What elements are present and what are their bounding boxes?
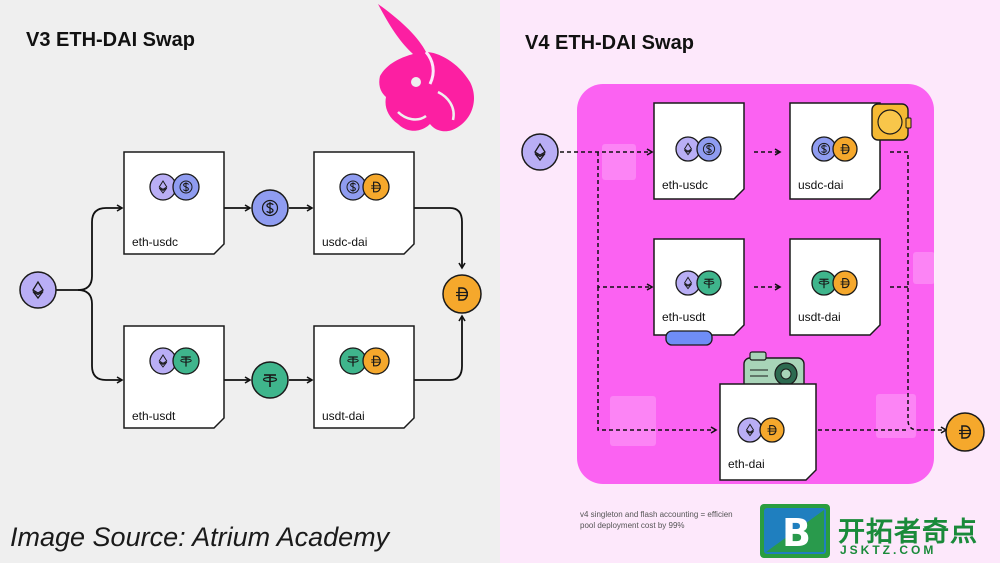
v4-pool-card-usdc-dai: usdc-dai (789, 102, 881, 200)
v3-end-dai-token (442, 274, 482, 314)
footnote-line-2: pool deployment cost by 99% (580, 521, 685, 530)
pool-label: eth-usdt (132, 409, 176, 423)
pool-label: eth-dai (728, 457, 765, 471)
v3-flow-lines (56, 204, 466, 384)
pool-label: eth-usdc (132, 235, 178, 249)
hook-camera-icon (743, 351, 805, 391)
v4-pool-card-eth-usdt: eth-usdt (653, 238, 745, 336)
image-source-caption: Image Source: Atrium Academy (10, 522, 390, 552)
uniswap-unicorn-logo (378, 4, 474, 132)
pool-label: usdt-dai (322, 409, 365, 423)
pool-label: eth-usdc (662, 178, 708, 192)
pool-label: eth-usdt (662, 310, 706, 324)
v3-usdt-token (251, 361, 289, 399)
pool-label: usdc-dai (322, 235, 367, 249)
v4-title: V4 ETH-DAI Swap (525, 32, 694, 54)
v4-end-dai-token (945, 412, 985, 452)
v4-pool-card-usdt-dai: usdt-dai (789, 238, 881, 336)
pool-label: usdt-dai (798, 310, 841, 324)
v4-flow-lines (560, 148, 948, 434)
svg-text:B: B (782, 511, 811, 555)
v3-title: V3 ETH-DAI Swap (26, 29, 195, 51)
v3-pool-card-eth-usdc: eth-usdc (123, 151, 225, 255)
pool-label: usdc-dai (798, 178, 843, 192)
v3-pool-card-usdc-dai: usdc-dai (313, 151, 415, 255)
footnote-line-1: v4 singleton and flash accounting = effi… (580, 510, 733, 519)
watermark-url: JSKTZ.COM (840, 543, 937, 557)
v4-pool-card-eth-usdc: eth-usdc (653, 102, 745, 200)
watermark-chinese-text: 开拓者奇点 (838, 517, 978, 548)
v3-pool-card-eth-usdt: eth-usdt (123, 325, 225, 429)
v4-footnote: v4 singleton and flash accounting = effi… (580, 509, 880, 531)
v3-pool-card-usdt-dai: usdt-dai (313, 325, 415, 429)
v4-pool-card-eth-dai: eth-dai (719, 383, 817, 481)
hook-pill-icon (665, 330, 713, 346)
v3-usdc-token (251, 189, 289, 227)
v4-ghost-shapes (602, 144, 935, 446)
hook-gadget-icon (871, 103, 912, 141)
jsktz-watermark-logo: B (760, 504, 830, 558)
v4-start-eth-token (521, 133, 559, 171)
v3-start-eth-token (19, 271, 57, 309)
